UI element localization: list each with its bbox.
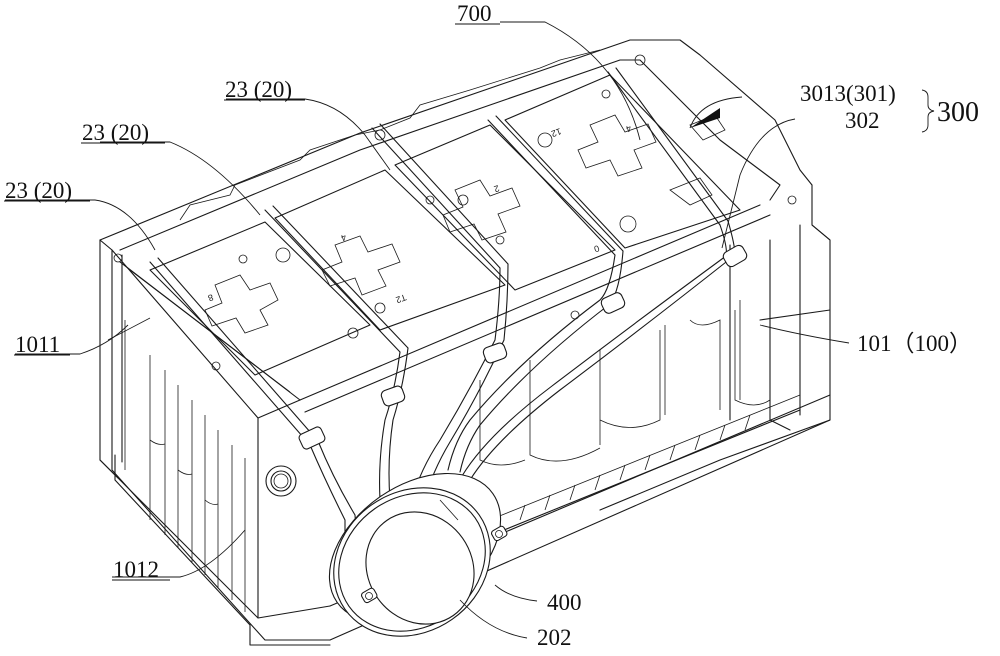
label-23-20-middle: 23 (20): [82, 120, 149, 145]
plate-mark: T2: [394, 292, 407, 305]
label-700: 700: [457, 1, 492, 26]
plate-mark: 8: [207, 292, 215, 303]
label-400: 400: [547, 590, 582, 615]
top-deck: 4 T2 12 2 4 8 0: [114, 50, 796, 412]
label-1012: 1012: [113, 557, 159, 582]
label-1011: 1011: [15, 332, 60, 357]
label-23-20-top: 23 (20): [225, 77, 292, 102]
round-connector: [302, 443, 529, 656]
label-101-100: 101（100）: [857, 331, 972, 356]
grommet: [380, 385, 406, 408]
label-202: 202: [537, 625, 572, 650]
label-302: 302: [845, 108, 880, 133]
plate-mark: 4: [340, 232, 348, 243]
sampling-strips: [150, 68, 728, 445]
grommet: [482, 342, 508, 365]
label-23-20-lower: 23 (20): [5, 178, 72, 203]
plate-mark: 2: [493, 183, 501, 194]
plate-mark: 4: [625, 123, 633, 134]
plate-mark: 0: [593, 243, 601, 254]
grommet: [298, 426, 327, 451]
plate-mark: 12: [550, 126, 563, 139]
rail-ribs: [520, 415, 750, 520]
brace-300: [922, 90, 934, 132]
label-300: 300: [937, 97, 979, 128]
label-3013-301: 3013(301): [800, 81, 896, 106]
